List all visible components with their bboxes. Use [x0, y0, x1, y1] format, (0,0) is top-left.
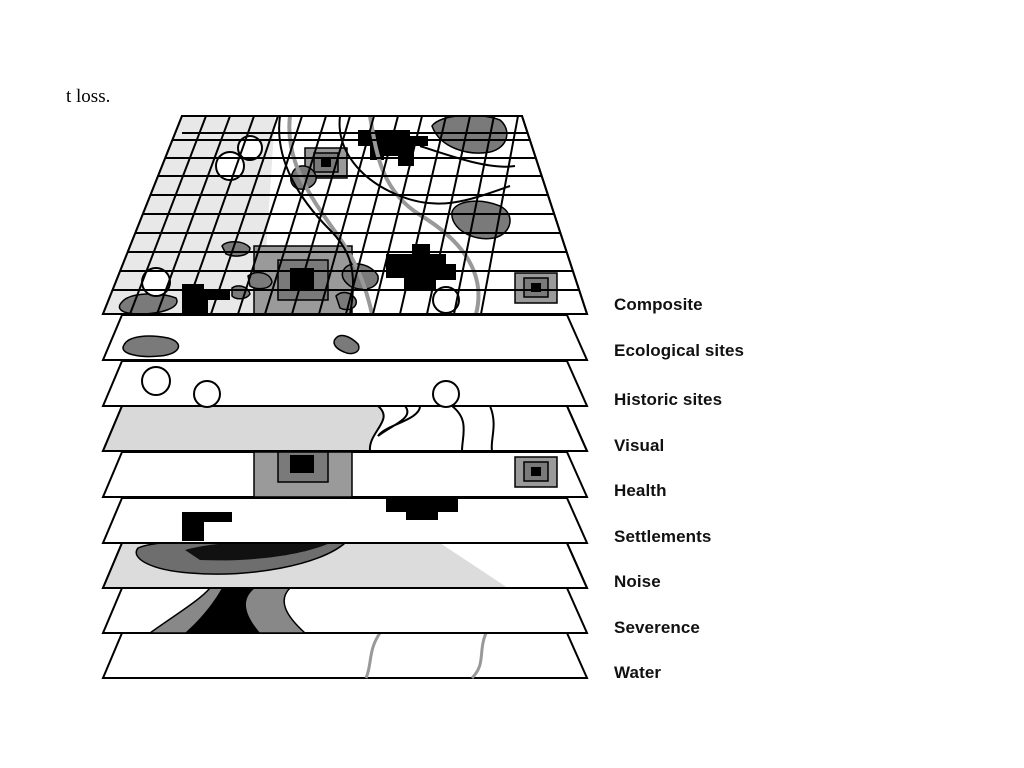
ecological-site [333, 334, 360, 355]
river-line [470, 632, 488, 680]
layer-label-historic: Historic sites [614, 390, 723, 409]
layer-ecological [101, 314, 589, 361]
settlement-block [182, 512, 232, 541]
layer-label-composite: Composite [614, 295, 703, 314]
noise-core-zone [185, 541, 330, 561]
severence-core [185, 588, 260, 633]
ecological-site [122, 335, 180, 358]
layer-settlements [101, 497, 589, 544]
layer-noise [101, 538, 589, 589]
layer-water [101, 632, 589, 680]
layer-label-noise: Noise [614, 572, 661, 591]
historic-site [432, 380, 460, 408]
layer-label-visual: Visual [614, 436, 665, 455]
river-line [364, 632, 382, 679]
layer-health [101, 451, 589, 498]
historic-site [193, 380, 221, 408]
settlement-block [386, 498, 458, 520]
layer-severence [101, 587, 589, 634]
layer-historic [101, 360, 589, 408]
caption-text: t loss. [66, 86, 111, 107]
layer-composite [101, 115, 589, 315]
layer-label-health: Health [614, 481, 667, 500]
layer-label-severence: Severence [614, 618, 700, 637]
layer-label-settlements: Settlements [614, 527, 712, 546]
layer-label-ecological: Ecological sites [614, 341, 745, 360]
visual-zone [103, 406, 384, 451]
layer-label-water: Water [614, 663, 662, 682]
historic-site [141, 366, 171, 396]
layer-visual [101, 405, 589, 452]
